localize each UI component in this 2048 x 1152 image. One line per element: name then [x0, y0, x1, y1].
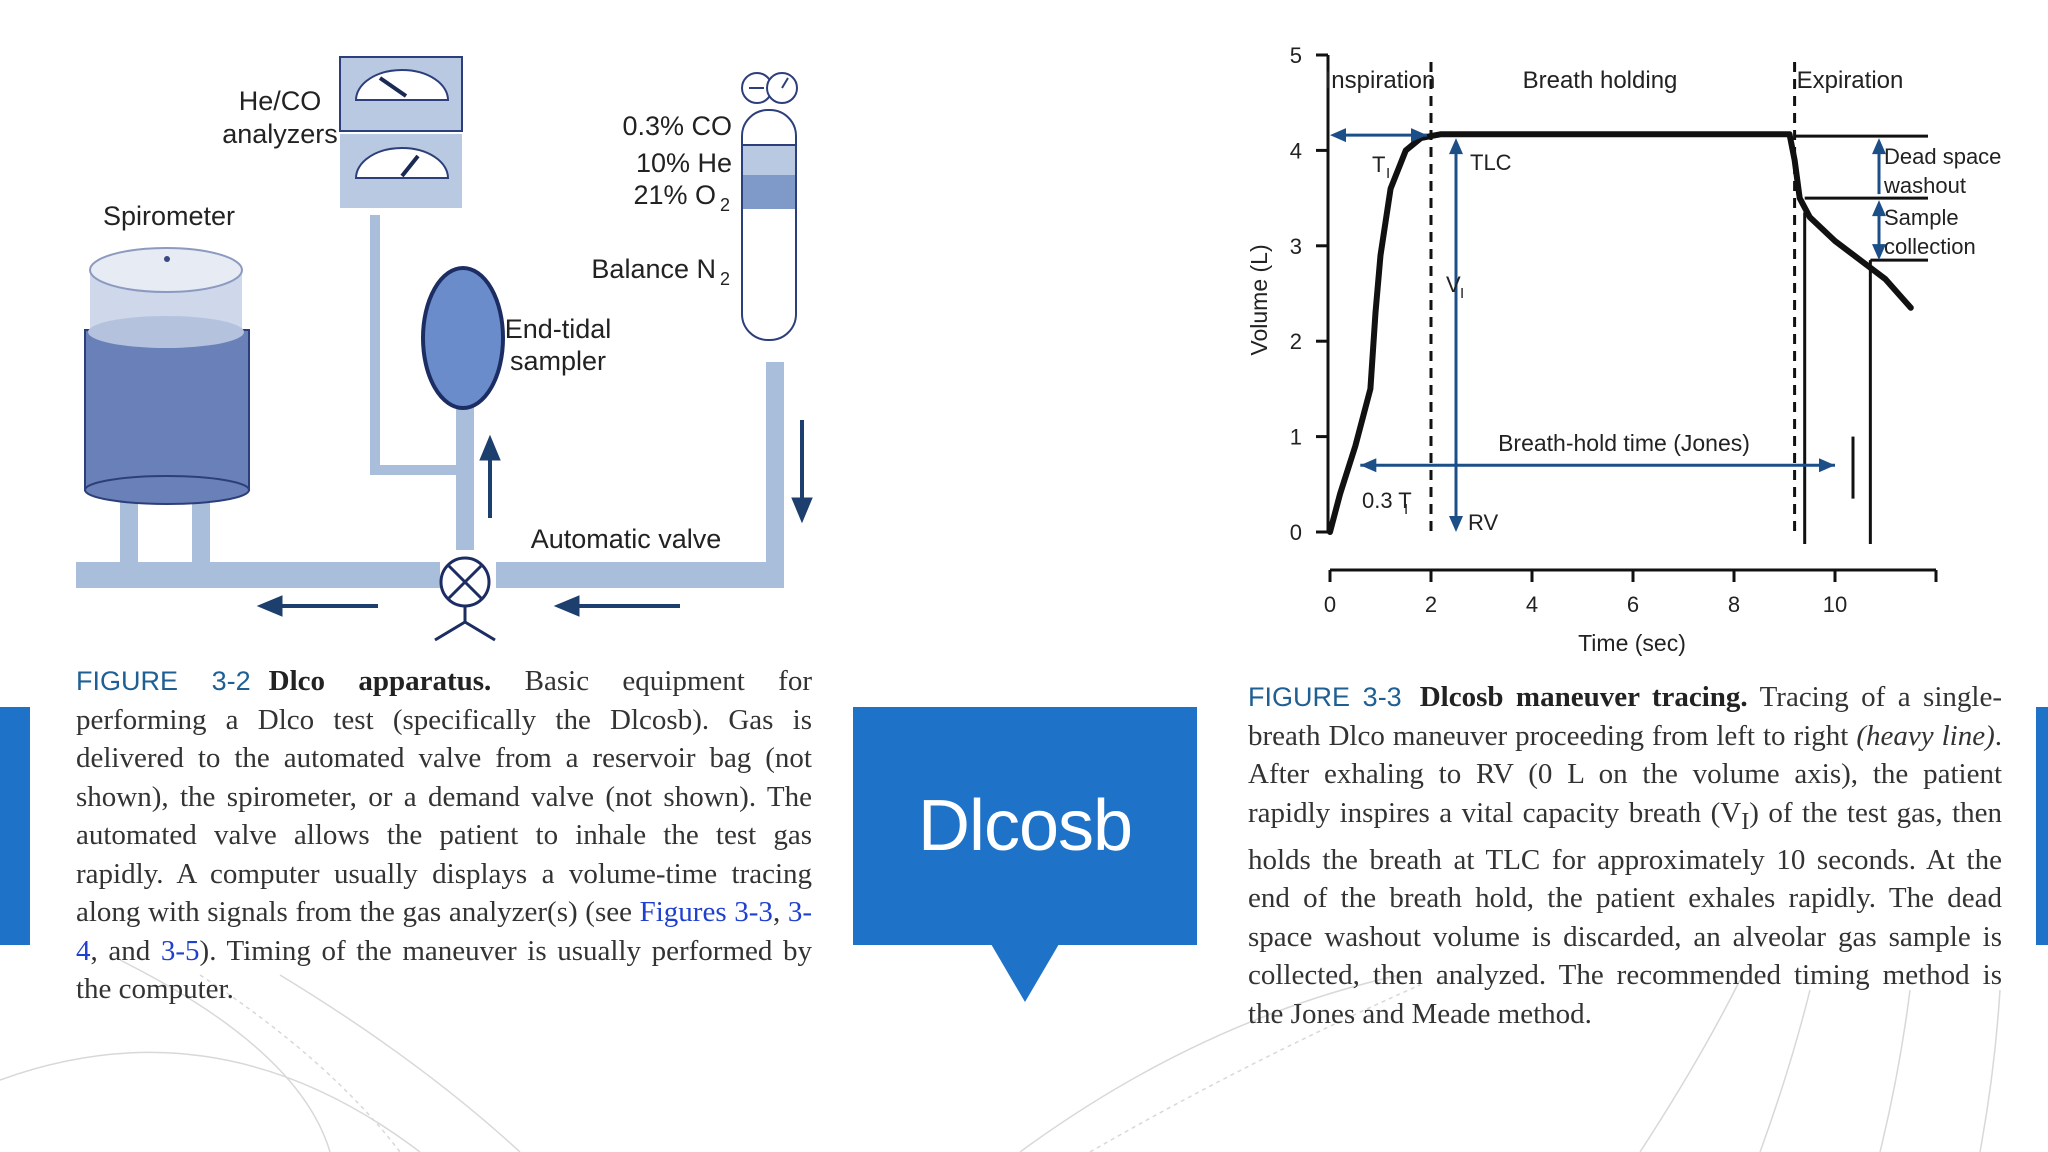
side-accent-right [2036, 707, 2048, 945]
side-accent-left [0, 707, 30, 945]
gas-co-label: 0.3% CO [622, 111, 732, 141]
dead-space-label-1: Dead space [1884, 144, 2001, 169]
gas-n2-subscript: 2 [720, 269, 730, 289]
arrow-up-icon [479, 434, 501, 461]
analyzers-label-1: He/CO [239, 86, 322, 116]
analyzers-label-2: analyzers [222, 119, 338, 149]
arrow-down-icon [1872, 244, 1886, 261]
pipe-spiro-left [120, 495, 138, 575]
caption-text: ) of the test gas, then holds the breath… [1248, 796, 2002, 1030]
end-tidal-sampler [421, 266, 505, 410]
spirometer [84, 247, 250, 505]
pipe-bottom-right [496, 562, 784, 588]
dead-space-label-2: washout [1883, 173, 1966, 198]
jones-label: Breath-hold time (Jones) [1498, 430, 1750, 456]
gas-cylinder [741, 72, 798, 341]
caption-text: Tracing of a single-breath Dlco maneuver… [1248, 681, 2002, 752]
gas-n2-label: Balance N [591, 254, 716, 284]
figure-link[interactable]: Figures 3-3 [639, 896, 773, 928]
dlco-apparatus-diagram: Spirometer He/CO analyzers End-tidal sam… [76, 56, 813, 642]
volume-trace-line [1327, 131, 1914, 535]
figure-label: FIGURE 3-2 [76, 666, 251, 696]
sampler-label-1: End-tidal [505, 314, 612, 344]
ti-label: T [1372, 152, 1385, 177]
caption-separator: , [772, 896, 788, 928]
valve-label: Automatic valve [531, 524, 722, 554]
chart-annotations [1330, 128, 1886, 532]
y-tick-label: 0 [1290, 520, 1302, 545]
gas-o2-subscript: 2 [720, 195, 730, 215]
arrow-up-icon [1872, 200, 1886, 217]
x-tick-label: 0 [1324, 592, 1336, 617]
tlc-label: TLC [1470, 150, 1512, 175]
figure-link[interactable]: 3-4 [76, 896, 812, 967]
analyzers [339, 56, 463, 208]
arrow-up-icon [1872, 138, 1886, 155]
y-tick-label: 2 [1290, 329, 1302, 354]
phase-expiration: Expiration [1797, 67, 1904, 94]
caption-text: ). Timing of the maneuver is usually per… [76, 934, 812, 1006]
arrow-left-icon [553, 595, 580, 617]
chart-guides [1429, 62, 1928, 544]
arrow-down-icon [791, 497, 813, 524]
vi-subscript: I [1460, 285, 1464, 302]
arrow-up-icon [1449, 138, 1463, 155]
arrow-left-icon [1360, 458, 1377, 473]
x-tick-label: 6 [1627, 592, 1639, 617]
title-box: Dlcosb [853, 707, 1197, 945]
pipe-analyzer-horizontal [370, 465, 466, 475]
x-tick-label: 10 [1823, 592, 1847, 617]
caption-separator: , and [90, 934, 161, 967]
y-tick-label: 4 [1290, 138, 1302, 163]
figure-3-3-caption: FIGURE 3-3 Dlcosb maneuver tracing. Traci… [1248, 678, 2002, 1033]
sample-label-1: Sample [1884, 205, 1959, 230]
figure-3-2-caption: FIGURE 3-2 Dlco apparatus. Basic equipmen… [76, 662, 812, 1009]
caption-subscript: I [1741, 807, 1750, 835]
phase-inspiration: Inspiration [1325, 67, 1436, 94]
title-pointer [991, 944, 1059, 1002]
x-tick-label: 8 [1728, 592, 1740, 617]
point3ti-subscript: I [1404, 501, 1408, 518]
ti-subscript: I [1386, 165, 1390, 182]
spirometer-label: Spirometer [103, 201, 235, 231]
y-tick-label: 3 [1290, 234, 1302, 259]
arrow-right-icon [1411, 128, 1427, 143]
flow-arrows [256, 420, 813, 617]
y-axis-label: Volume (L) [1246, 244, 1272, 355]
pipe-analyzer [370, 215, 380, 475]
chart-axes: 0 1 2 3 4 5 0 2 4 6 8 10 [1290, 43, 1938, 617]
sampler-label-2: sampler [510, 346, 606, 376]
x-axis-label: Time (sec) [1578, 630, 1686, 656]
rv-label: RV [1468, 510, 1498, 535]
pipes [76, 215, 784, 588]
figure-title: Dlco apparatus. [268, 665, 492, 697]
figure-label: FIGURE 3-3 [1248, 682, 1402, 712]
gas-he-label: 10% He [636, 148, 732, 178]
caption-text: . After exhaling to RV (0 L on the volum… [1248, 719, 2002, 829]
dlcosb-chart: 0 1 2 3 4 5 0 2 4 6 8 10 Inspiration Breath holding… [1246, 43, 2001, 656]
x-tick-label: 2 [1425, 592, 1437, 617]
gas-o2-label: 21% O [633, 180, 716, 210]
figure-title: Dlcosb maneuver tracing. [1419, 681, 1748, 713]
point3ti-label: 0.3 T [1362, 488, 1412, 513]
sample-label-2: collection [1884, 234, 1976, 259]
caption-text: Basic equipment for performing a Dlco te… [76, 665, 812, 928]
y-tick-label: 1 [1290, 425, 1302, 450]
x-tick-label: 4 [1526, 592, 1538, 617]
phase-breath-holding: Breath holding [1523, 67, 1678, 94]
pipe-spiro-right [192, 495, 210, 575]
automatic-valve [434, 556, 496, 642]
y-tick-label: 5 [1290, 43, 1302, 68]
arrow-right-icon [1819, 458, 1835, 473]
pipe-gas-supply [766, 362, 784, 588]
arrow-left-icon [1330, 128, 1346, 143]
slide-title: Dlcosb [917, 786, 1133, 866]
arrow-left-icon [256, 595, 283, 617]
figure-link[interactable]: 3-5 [160, 934, 200, 967]
caption-italic: (heavy line) [1856, 719, 1995, 752]
arrow-down-icon [1449, 516, 1463, 532]
decorative-arcs [0, 959, 2001, 1152]
vi-label: V [1446, 272, 1461, 297]
